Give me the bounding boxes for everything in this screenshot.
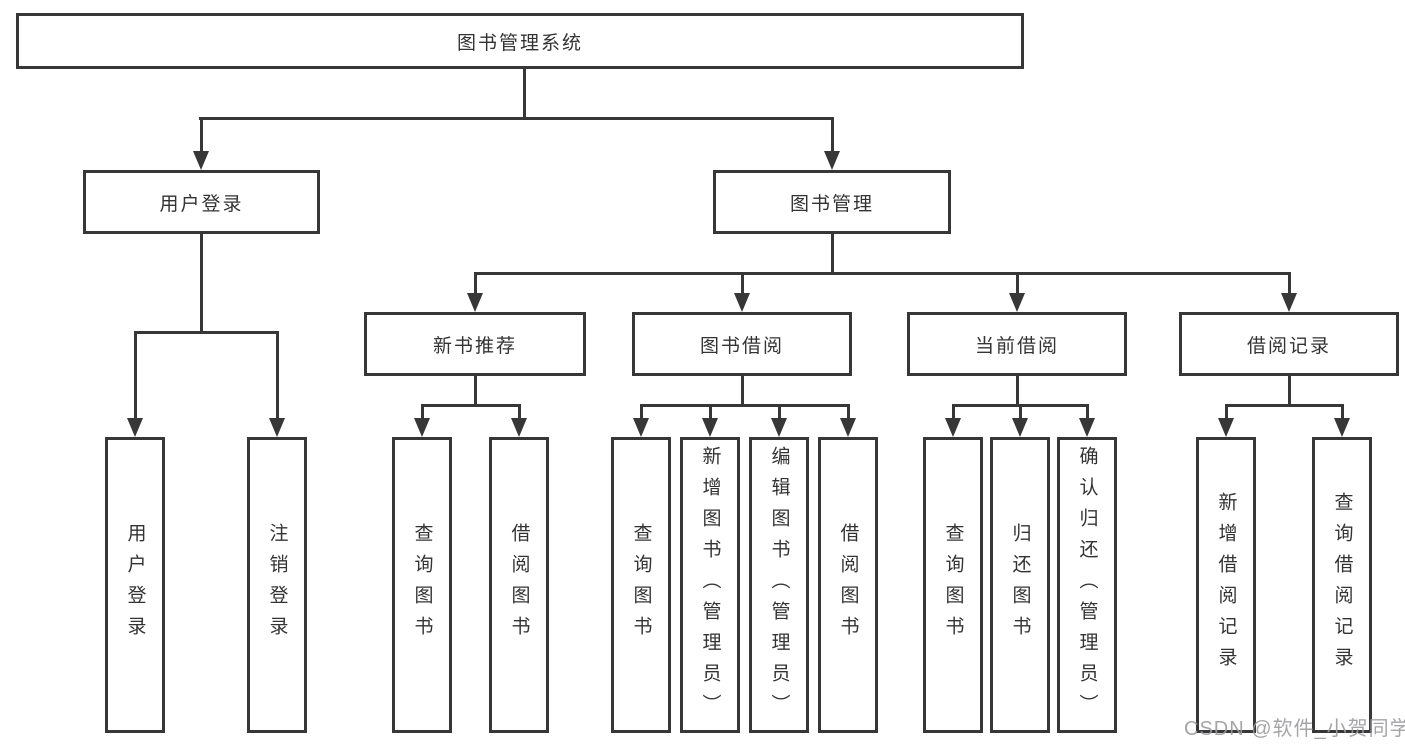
- arrowhead-down-icon: [511, 418, 527, 437]
- node-new-book-recommend: 新书推荐: [364, 312, 586, 376]
- connector-line: [474, 376, 477, 406]
- connector-line: [1288, 272, 1291, 296]
- leaf-add-borrow-record: 新增借阅记录: [1196, 437, 1256, 733]
- connector-line: [831, 234, 834, 274]
- leaf-borrow-book-2: 借阅图书: [818, 437, 878, 733]
- leaf-add-book-admin-label: 新增图书（管理员）: [699, 445, 721, 725]
- connector-line: [1019, 404, 1022, 420]
- node-new-book-recommend-label: 新书推荐: [432, 335, 517, 357]
- connector-line: [831, 117, 834, 152]
- node-book-borrow: 图书借阅: [632, 312, 852, 376]
- connector-line: [199, 117, 833, 120]
- node-user-login-label: 用户登录: [159, 193, 244, 215]
- node-root-label: 图书管理系统: [456, 32, 583, 54]
- node-current-borrow-label: 当前借阅: [974, 335, 1059, 357]
- connector-line: [741, 376, 744, 406]
- leaf-edit-book-admin-label: 编辑图书（管理员）: [768, 445, 790, 725]
- node-book-management: 图书管理: [713, 170, 951, 234]
- connector-line: [523, 69, 526, 119]
- leaf-query-book-2-label: 查询图书: [630, 523, 652, 647]
- connector-line: [741, 272, 744, 296]
- leaf-query-book-3-label: 查询图书: [942, 523, 964, 647]
- leaf-query-book-2: 查询图书: [611, 437, 671, 733]
- connector-line: [847, 404, 850, 420]
- connector-line: [1016, 272, 1019, 296]
- connector-line: [200, 234, 203, 334]
- arrowhead-down-icon: [1009, 293, 1025, 312]
- leaf-add-borrow-record-label: 新增借阅记录: [1215, 492, 1237, 678]
- leaf-query-book-3: 查询图书: [923, 437, 983, 733]
- arrowhead-down-icon: [269, 418, 285, 437]
- connector-line: [421, 404, 424, 420]
- node-current-borrow: 当前借阅: [907, 312, 1127, 376]
- leaf-borrow-book-1-label: 借阅图书: [508, 523, 530, 647]
- connector-line: [709, 404, 712, 420]
- leaf-logout: 注销登录: [247, 437, 307, 733]
- connector-line: [518, 404, 521, 420]
- connector-line: [778, 404, 781, 420]
- arrowhead-down-icon: [193, 151, 209, 170]
- connector-line: [134, 331, 137, 420]
- arrowhead-down-icon: [1218, 418, 1234, 437]
- connector-line: [1288, 376, 1291, 406]
- leaf-borrow-book-1: 借阅图书: [489, 437, 549, 733]
- node-root: 图书管理系统: [16, 13, 1024, 69]
- arrowhead-down-icon: [467, 293, 483, 312]
- leaf-query-borrow-record-label: 查询借阅记录: [1331, 492, 1353, 678]
- connector-line: [276, 331, 279, 420]
- arrowhead-down-icon: [840, 418, 856, 437]
- leaf-edit-book-admin: 编辑图书（管理员）: [749, 437, 809, 733]
- arrowhead-down-icon: [1012, 418, 1028, 437]
- connector-line: [474, 272, 1290, 275]
- connector-line: [200, 117, 203, 152]
- arrowhead-down-icon: [824, 151, 840, 170]
- arrowhead-down-icon: [1079, 418, 1095, 437]
- leaf-confirm-return-admin-label: 确认归还（管理员）: [1076, 445, 1098, 725]
- connector-line: [1016, 376, 1019, 406]
- leaf-user-login-label: 用户登录: [124, 523, 146, 647]
- arrowhead-down-icon: [945, 418, 961, 437]
- arrowhead-down-icon: [771, 418, 787, 437]
- leaf-user-login: 用户登录: [105, 437, 165, 733]
- connector-line: [474, 272, 477, 296]
- arrowhead-down-icon: [702, 418, 718, 437]
- arrowhead-down-icon: [414, 418, 430, 437]
- leaf-query-borrow-record: 查询借阅记录: [1312, 437, 1372, 733]
- watermark-text: CSDN @软件_小贺同学: [1184, 718, 1405, 740]
- node-borrow-records-label: 借阅记录: [1246, 335, 1331, 357]
- connector-line: [1225, 404, 1228, 420]
- leaf-query-book-1: 查询图书: [392, 437, 452, 733]
- leaf-confirm-return-admin: 确认归还（管理员）: [1057, 437, 1117, 733]
- connector-line: [1225, 404, 1343, 407]
- leaf-borrow-book-2-label: 借阅图书: [837, 523, 859, 647]
- node-user-login: 用户登录: [83, 170, 320, 234]
- node-borrow-records: 借阅记录: [1179, 312, 1399, 376]
- leaf-logout-label: 注销登录: [266, 523, 288, 647]
- arrowhead-down-icon: [127, 418, 143, 437]
- leaf-return-book: 归还图书: [990, 437, 1050, 733]
- connector-line: [640, 404, 849, 407]
- arrowhead-down-icon: [1281, 293, 1297, 312]
- connector-line: [640, 404, 643, 420]
- leaf-return-book-label: 归还图书: [1009, 523, 1031, 647]
- connector-line: [134, 331, 279, 334]
- connector-line: [952, 404, 955, 420]
- node-book-management-label: 图书管理: [789, 193, 874, 215]
- arrowhead-down-icon: [734, 293, 750, 312]
- connector-line: [1341, 404, 1344, 420]
- arrowhead-down-icon: [1334, 418, 1350, 437]
- connector-line: [421, 404, 521, 407]
- arrowhead-down-icon: [633, 418, 649, 437]
- leaf-add-book-admin: 新增图书（管理员）: [680, 437, 740, 733]
- node-book-borrow-label: 图书借阅: [699, 335, 784, 357]
- connector-line: [1086, 404, 1089, 420]
- leaf-query-book-1-label: 查询图书: [411, 523, 433, 647]
